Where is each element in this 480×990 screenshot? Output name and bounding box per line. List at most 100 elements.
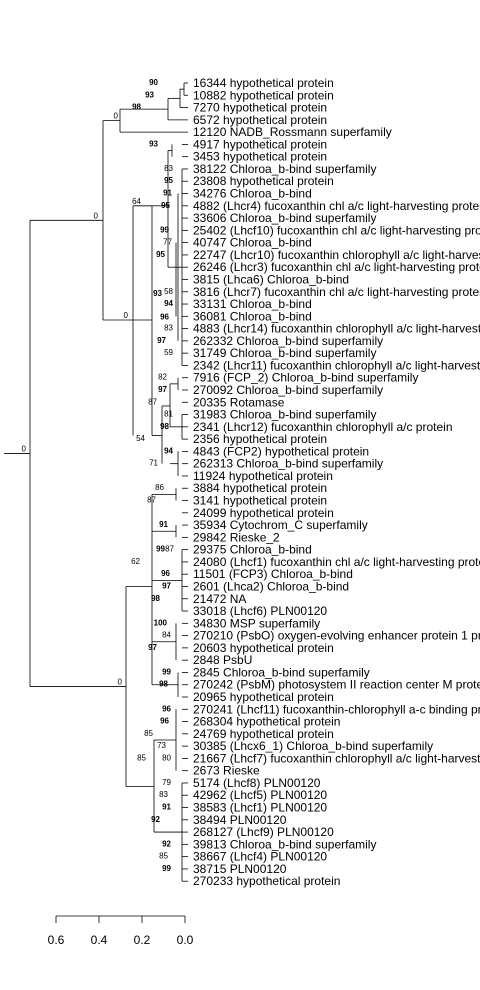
- support-label: 97: [158, 385, 167, 394]
- tip-label: 20965 hypothetical protein: [193, 690, 334, 704]
- support-label: 95: [164, 176, 173, 185]
- tip-label: 7916 (FCP_2) Chloroa_b-bind superfamily: [193, 371, 418, 385]
- support-label: 91: [163, 189, 172, 198]
- tip-label: 2356 hypothetical protein: [193, 432, 327, 446]
- tip-label: 10882 hypothetical protein: [193, 88, 334, 102]
- support-label: 54: [136, 434, 145, 443]
- support-label: 99: [156, 545, 165, 554]
- support-label: 83: [164, 324, 173, 333]
- tip-label: 3816 (Lhcr7) fucoxanthin chl a/c light-h…: [193, 285, 480, 299]
- tip-label: 21667 (Lhcf7) fucoxanthin chlorophyll a/…: [193, 751, 480, 765]
- tip-label: 38122 Chloroa_b-bind superfamily: [193, 162, 376, 176]
- support-label: 96: [161, 569, 170, 578]
- tip-label: 29375 Chloroa_b-bind: [193, 543, 312, 557]
- tip-label: 24769 hypothetical protein: [193, 727, 334, 741]
- tip-label: 3141 hypothetical protein: [193, 494, 327, 508]
- support-label: 87: [147, 496, 156, 505]
- support-label: 95: [156, 250, 165, 259]
- support-label: 58: [164, 287, 173, 296]
- tip-label: 4917 hypothetical protein: [193, 137, 327, 151]
- support-label: 84: [162, 631, 171, 640]
- support-label: 91: [162, 803, 171, 812]
- axis-tick-label: 0.6: [48, 933, 65, 947]
- support-label: 0: [114, 112, 119, 121]
- tip-label: 262313 Chloroa_b-bind superfamily: [193, 457, 383, 471]
- support-label: 83: [159, 790, 168, 799]
- support-label: 97: [157, 336, 166, 345]
- support-label: 99: [160, 225, 169, 234]
- support-label: 97: [148, 643, 157, 652]
- support-label: 98: [132, 103, 141, 112]
- support-label: 73: [157, 741, 166, 750]
- support-label: 82: [158, 373, 167, 382]
- tip-label: 11501 (FCP3) Chloroa_b-bind: [193, 567, 353, 581]
- tip-label: 31983 Chloroa_b-bind superfamily: [193, 408, 376, 422]
- support-label: 94: [164, 299, 173, 308]
- support-label: 93: [153, 289, 162, 298]
- support-label: 91: [159, 520, 168, 529]
- tip-label: 30385 (Lhcx6_1) Chloroa_b-bind superfami…: [193, 739, 433, 753]
- tip-label: 16344 hypothetical protein: [193, 76, 334, 90]
- tip-label: 270242 (PsbM) photosystem II reaction ce…: [193, 678, 480, 692]
- tip-label: 5174 (Lhcf8) PLN00120: [193, 776, 321, 790]
- support-label: 59: [164, 348, 173, 357]
- tip-label: 2845 Chloroa_b-bind superfamily: [193, 665, 370, 679]
- tip-label: 38494 PLN00120: [193, 813, 287, 827]
- support-label: 64: [132, 197, 141, 206]
- tip-label: 3453 hypothetical protein: [193, 150, 327, 164]
- tip-label: 2342 (Lhcr11) fucoxanthin chlorophyll a/…: [193, 358, 480, 372]
- tip-label: 2848 PsbU: [193, 653, 252, 667]
- tip-label: 33606 Chloroa_b-bind superfamily: [193, 211, 376, 225]
- support-label: 0: [118, 678, 123, 687]
- tip-label: 29842 Rieske_2: [193, 530, 280, 544]
- support-label: 77: [163, 238, 172, 247]
- tip-label: 7270 hypothetical protein: [193, 101, 327, 115]
- axis-tick-label: 0.2: [134, 933, 151, 947]
- tip-label: 23808 hypothetical protein: [193, 174, 334, 188]
- tip-label: 20603 hypothetical protein: [193, 641, 334, 655]
- support-label: 0: [22, 444, 27, 453]
- support-label: 79: [162, 778, 171, 787]
- axis-tick-label: 0.4: [91, 933, 108, 947]
- support-label: 0: [124, 311, 129, 320]
- support-label: 0: [94, 211, 99, 220]
- tip-label: 34830 MSP superfamily: [193, 616, 320, 630]
- tip-label: 2673 Rieske: [193, 764, 260, 778]
- tip-label: 4883 (Lhcr14) fucoxanthin chlorophyll a/…: [193, 322, 480, 336]
- support-labels: 0000090939864549383959195997795589394968…: [22, 78, 175, 873]
- tip-label: 22747 (Lhcr10) fucoxanthin chlorophyll a…: [193, 248, 480, 262]
- tip-label: 38583 (Lhcf1) PLN00120: [193, 801, 327, 815]
- tip-label: 4843 (FCP2) hypothetical protein: [193, 444, 369, 458]
- tip-label: 39813 Chloroa_b-bind superfamily: [193, 837, 376, 851]
- tip-label: 6572 hypothetical protein: [193, 113, 327, 127]
- tip-label: 2601 (Lhca2) Chloroa_b-bind: [193, 579, 349, 593]
- support-label: 99: [162, 864, 171, 873]
- support-label: 83: [164, 164, 173, 173]
- support-label: 85: [159, 852, 168, 861]
- support-label: 81: [164, 410, 173, 419]
- support-label: 96: [160, 312, 169, 321]
- support-label: 93: [149, 139, 158, 148]
- support-label: 99: [162, 667, 171, 676]
- tip-label: 270241 (Lhcf11) fucoxanthin-chlorophyll …: [193, 702, 480, 716]
- tip-label: 33018 (Lhcf6) PLN00120: [193, 604, 327, 618]
- tip-label: 12120 NADB_Rossmann superfamily: [193, 125, 392, 139]
- support-label: 93: [145, 90, 154, 99]
- tree-branches: [4, 82, 188, 882]
- support-label: 96: [162, 704, 171, 713]
- support-label: 71: [149, 459, 158, 468]
- support-label: 92: [162, 839, 171, 848]
- tip-label: 40747 Chloroa_b-bind: [193, 236, 312, 250]
- tip-label: 42962 (Lhcf5) PLN00120: [193, 788, 327, 802]
- support-label: 96: [160, 717, 169, 726]
- tip-label: 24080 (Lhcf1) fucoxanthin chl a/c light-…: [193, 555, 480, 569]
- support-label: 98: [159, 680, 168, 689]
- tip-label: 34276 Chloroa_b-bind: [193, 187, 312, 201]
- support-label: 94: [164, 446, 173, 455]
- scale-axis: 0.6 0.4 0.2 0.0: [48, 915, 194, 947]
- axis-tick-label: 0.0: [177, 933, 194, 947]
- tip-label: 26246 (Lhcr3) fucoxanthin chl a/c light-…: [193, 260, 480, 274]
- tip-label: 24099 hypothetical protein: [193, 506, 334, 520]
